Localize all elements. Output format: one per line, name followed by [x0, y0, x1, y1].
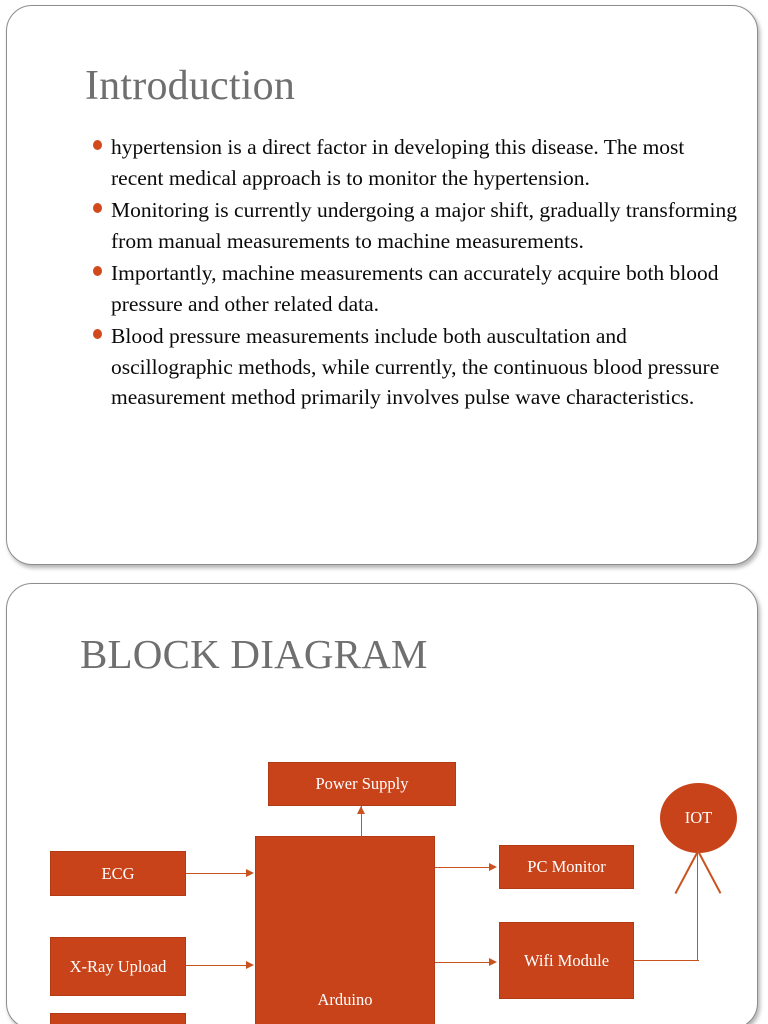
- list-item: hypertension is a direct factor in devel…: [91, 132, 737, 193]
- slide-introduction[interactable]: Introduction hypertension is a direct fa…: [6, 5, 758, 565]
- list-item-text: Importantly, machine measurements can ac…: [111, 261, 719, 316]
- list-item: Monitoring is currently undergoing a maj…: [91, 195, 737, 256]
- bullet-dot-icon: [93, 329, 102, 339]
- list-item-text: Blood pressure measurements include both…: [111, 324, 720, 409]
- page-title: Introduction: [85, 63, 296, 109]
- list-item-text: hypertension is a direct factor in devel…: [111, 135, 685, 190]
- bullet-dot-icon: [93, 140, 102, 150]
- bullet-dot-icon: [93, 203, 102, 213]
- introduction-bullet-list: hypertension is a direct factor in devel…: [91, 132, 737, 415]
- list-item: Importantly, machine measurements can ac…: [91, 258, 737, 319]
- list-item-text: Monitoring is currently undergoing a maj…: [111, 198, 737, 253]
- list-item: Blood pressure measurements include both…: [91, 321, 737, 413]
- page-title-block-diagram: BLOCK DIAGRAM: [80, 631, 428, 677]
- bullet-dot-icon: [93, 266, 102, 276]
